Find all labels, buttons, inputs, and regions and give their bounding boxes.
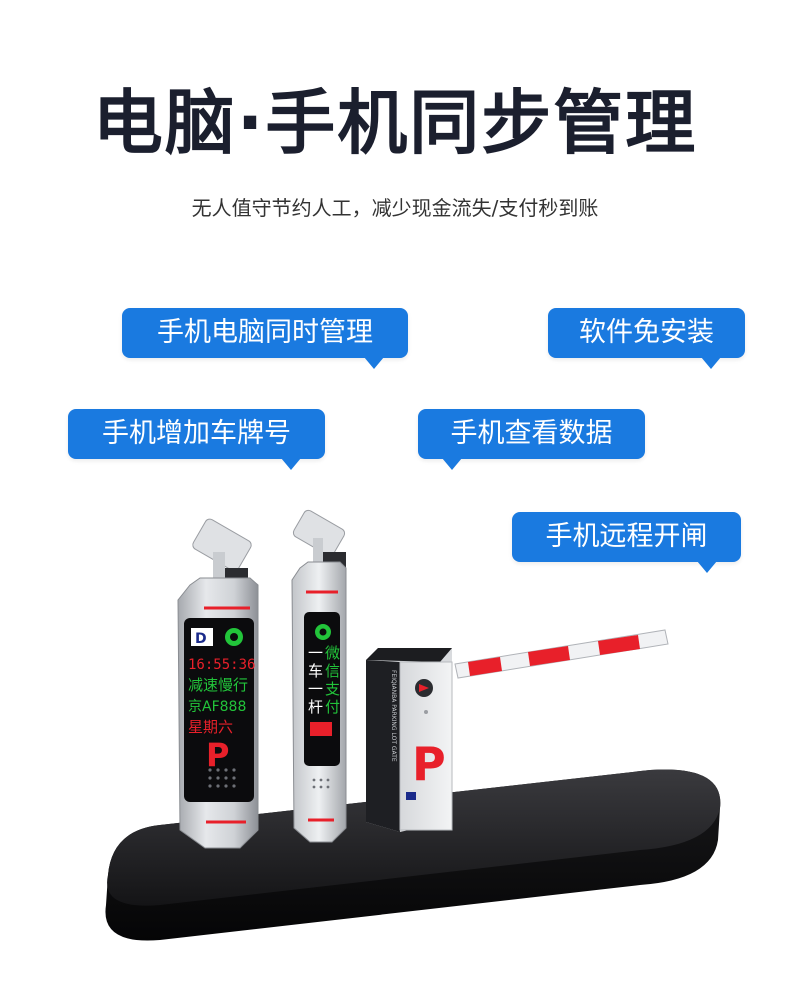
parking-equipment-illustration: D 16:55:36 减速慢行 京AF888 星期六 P 一车一杆 微信支付 xyxy=(105,509,721,941)
led-line-2: 京AF888 xyxy=(188,699,246,715)
led-vertical-col-2: 微信支付 xyxy=(325,644,340,716)
feature-bubble-view-data: 手机查看数据 xyxy=(418,409,645,470)
gate-p-logo: P xyxy=(412,737,446,791)
barrier-gate: P FEIQIANBA PARKING LOT GATE xyxy=(366,629,669,832)
middle-pillar: 一车一杆 微信支付 xyxy=(291,509,347,843)
feature-bubble-remote-open: 手机远程开闸 xyxy=(512,512,741,573)
feature-bubble-add-plate: 手机增加车牌号 xyxy=(68,409,325,470)
svg-text:D: D xyxy=(195,631,207,647)
page-title: 电脑·手机同步管理 xyxy=(92,82,698,164)
led-vertical-col-1: 一车一杆 xyxy=(308,644,323,716)
led-line-3: 星期六 xyxy=(188,718,233,736)
gate-side-text: FEIQIANBA PARKING LOT GATE xyxy=(390,670,397,762)
led-time: 16:55:36 xyxy=(188,657,255,673)
left-pillar: D 16:55:36 减速慢行 京AF888 星期六 P xyxy=(177,518,259,849)
feature-bubble-no-install: 软件免安装 xyxy=(548,308,745,369)
left-p-logo: P xyxy=(206,736,229,774)
feature-bubble-sync-manage: 手机电脑同时管理 xyxy=(122,308,408,369)
page-subtitle: 无人值守节约人工，减少现金流失/支付秒到账 xyxy=(191,196,599,220)
led-line-1: 减速慢行 xyxy=(188,676,248,694)
base-platform xyxy=(105,769,721,941)
